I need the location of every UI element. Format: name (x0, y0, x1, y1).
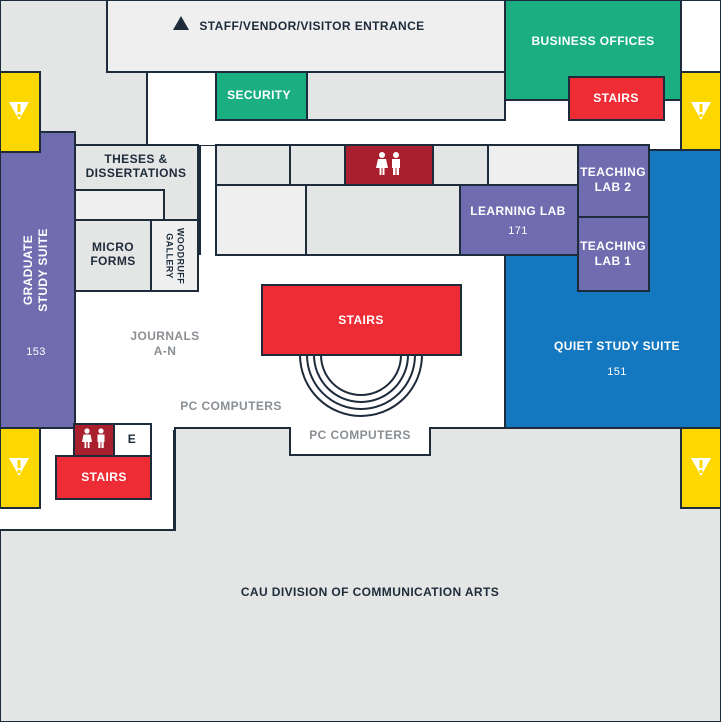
micro-forms-label-1: MICRO (92, 240, 134, 254)
entrance-area (106, 0, 506, 73)
stairs-sw-label: STAIRS (81, 470, 127, 484)
entrance-label: STAFF/VENDOR/VISITOR ENTRANCE (199, 19, 424, 33)
theses-label-1: THESES & (104, 152, 167, 166)
theses-label-2: DISSERTATIONS (86, 166, 187, 180)
security-label: SECURITY (227, 88, 291, 102)
graduate-study-suite[interactable] (0, 131, 76, 429)
stairs-center[interactable] (261, 284, 462, 356)
room-c6 (305, 184, 461, 256)
entrance-triangle-icon (173, 16, 189, 30)
micro-forms[interactable] (74, 219, 152, 292)
walkway-ne-2 (650, 120, 681, 150)
emergency-exit-ne[interactable] (680, 71, 721, 153)
woodruff-label-2: GALLERY (165, 233, 175, 278)
teaching-lab-1-label-2: LAB 1 (595, 254, 632, 268)
security[interactable] (215, 71, 308, 121)
teaching-lab-2-label-1: TEACHING (580, 165, 646, 179)
journals-label-1: JOURNALS (130, 329, 199, 343)
learning-lab-label: LEARNING LAB (470, 204, 565, 218)
walkway-ne (680, 0, 721, 73)
restroom-icon (82, 428, 105, 448)
walkway-top-band-2 (147, 72, 217, 122)
elevator-label: E (128, 432, 136, 446)
restroom-center[interactable] (344, 144, 434, 186)
learning-lab-number: 171 (508, 225, 528, 237)
micro-forms-label-2: FORMS (90, 254, 135, 268)
learning-lab[interactable] (459, 184, 579, 256)
emergency-exit-icon (9, 102, 29, 120)
stairs-ne[interactable] (568, 76, 665, 121)
woodruff-gallery[interactable] (150, 219, 199, 292)
emergency-exit-se[interactable] (680, 427, 721, 509)
room-c1 (215, 144, 291, 186)
graduate-label-1: GRADUATE (21, 235, 35, 305)
stairs-center-label: STAIRS (338, 313, 384, 327)
room-c2 (289, 144, 346, 186)
cau-division-area (0, 427, 721, 722)
walkway-top-band (147, 120, 682, 145)
graduate-room-number: 153 (26, 346, 46, 358)
restroom-icon (376, 152, 400, 175)
woodruff-label-1: WOODRUFF (176, 228, 186, 284)
emergency-exit-icon (691, 102, 711, 120)
teaching-lab-1[interactable] (577, 216, 650, 292)
emergency-exit-nw[interactable] (0, 71, 41, 153)
room-next-security (306, 71, 506, 121)
pc-computers-left-label: PC COMPUTERS (180, 399, 281, 413)
teaching-lab-2-label-2: LAB 2 (595, 180, 632, 194)
stairs-ne-label: STAIRS (593, 91, 639, 105)
emergency-exit-sw[interactable] (0, 427, 41, 509)
restroom-sw[interactable] (73, 423, 115, 457)
business-offices-label: BUSINESS OFFICES (531, 34, 654, 48)
room-c5 (215, 184, 307, 256)
room-under-theses (74, 189, 165, 221)
stairs-sw[interactable] (55, 455, 152, 500)
cau-division-label: CAU DIVISION OF COMMUNICATION ARTS (241, 585, 499, 599)
graduate-label-2: STUDY SUITE (36, 228, 50, 312)
room-c4 (487, 144, 579, 186)
pc-computers-center-label: PC COMPUTERS (309, 428, 410, 442)
room-c3 (432, 144, 489, 186)
emergency-exit-icon (691, 458, 711, 476)
quiet-study-label: QUIET STUDY SUITE (554, 339, 680, 353)
emergency-exit-icon (9, 458, 29, 476)
quiet-study-number: 151 (607, 366, 627, 378)
stair-rings (299, 354, 423, 417)
teaching-lab-1-label-1: TEACHING (580, 239, 646, 253)
journals-label-2: A-N (154, 344, 177, 358)
